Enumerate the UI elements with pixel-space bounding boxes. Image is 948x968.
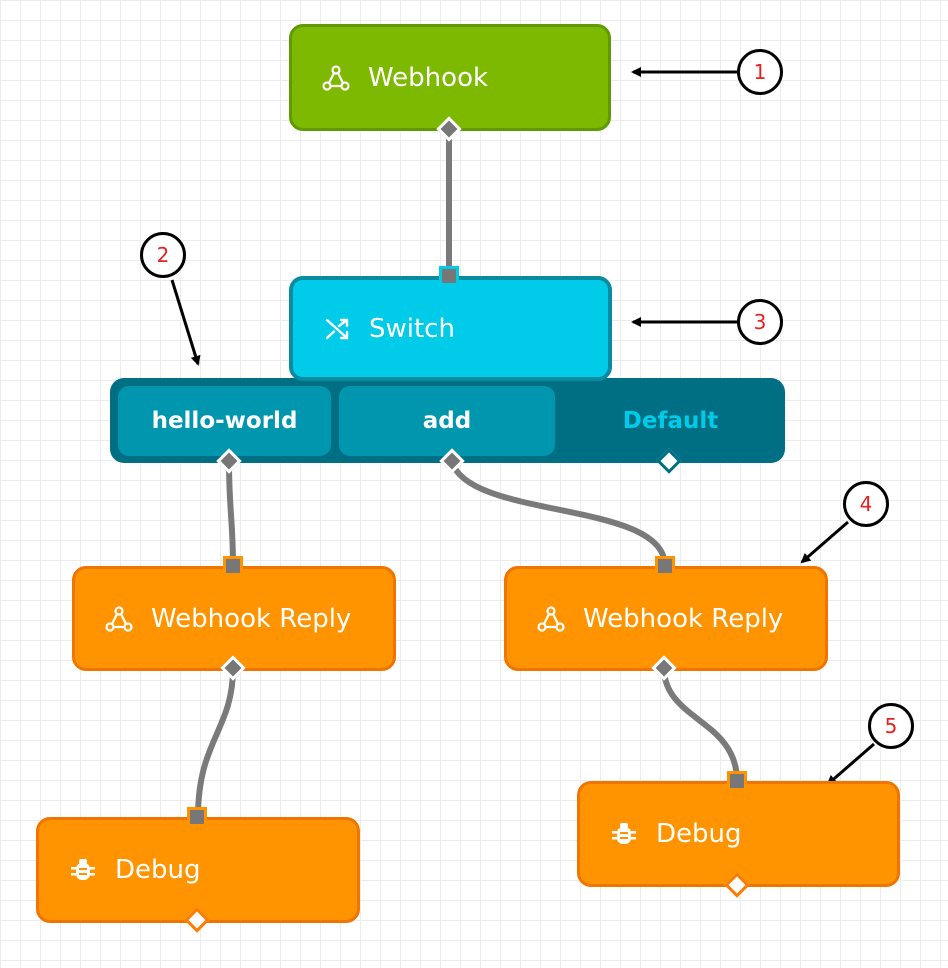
switch-node[interactable]: Switch [289,276,612,381]
callout-arrow-4 [800,520,849,564]
branch-default[interactable]: Default [563,386,778,456]
input-port[interactable] [655,556,675,576]
node-label: Webhook [368,62,489,93]
debug-node[interactable]: Debug [577,781,900,887]
callout-number: 1 [753,60,767,84]
callout-number: 4 [859,492,873,516]
debug-node[interactable]: Debug [36,817,360,923]
callout-number: 2 [156,243,170,267]
node-label: Webhook Reply [151,603,352,634]
edge-reply-to-debug-right[interactable] [661,667,740,782]
input-port[interactable] [223,556,243,576]
bug-icon [608,818,640,850]
node-label: Switch [369,313,455,344]
callout-number: 3 [753,310,767,334]
edge-reply-to-debug-left[interactable] [195,667,236,818]
webhook-reply-node[interactable]: Webhook Reply [504,566,828,671]
webhook-icon [320,62,352,94]
input-port[interactable] [439,266,459,286]
edge-hello-world-to-reply[interactable] [226,461,236,567]
node-label: Debug [115,855,201,885]
input-port[interactable] [187,807,207,827]
callout-number: 5 [884,714,898,738]
callout-3: 3 [737,299,783,345]
callout-arrow-2 [170,279,201,366]
webhook-icon [103,603,135,635]
branch-label: Default [622,408,719,434]
node-label: Debug [656,819,742,849]
callout-1: 1 [737,49,783,95]
branch-label: add [422,408,472,434]
edge-add-to-reply[interactable] [449,460,668,567]
webhook-node[interactable]: Webhook [289,24,611,131]
webhook-icon [535,603,567,635]
callout-5: 5 [868,703,914,749]
input-port[interactable] [727,771,747,791]
bug-icon [67,854,99,886]
callout-4: 4 [843,481,889,527]
shuffle-icon [321,313,353,345]
node-label: Webhook Reply [583,603,784,634]
branch-hello-world[interactable]: hello-world [118,386,331,456]
branch-add[interactable]: add [339,386,555,456]
callout-2: 2 [140,232,186,278]
callout-arrow-5 [826,742,875,786]
webhook-reply-node[interactable]: Webhook Reply [72,566,396,671]
branch-label: hello-world [151,408,298,434]
